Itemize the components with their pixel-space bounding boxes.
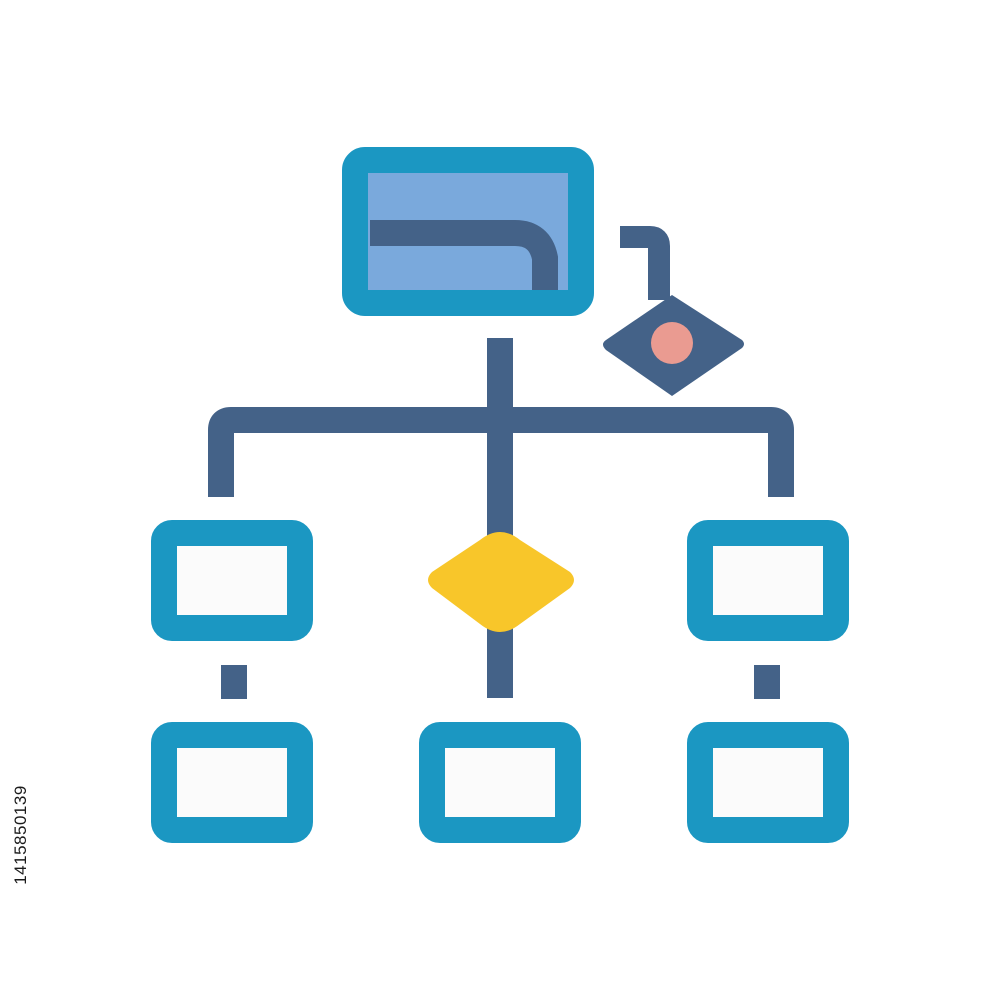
box-bottom-left bbox=[151, 722, 313, 843]
top-box-bar bbox=[370, 220, 558, 290]
box-middle-left bbox=[151, 520, 313, 641]
decision-diamond bbox=[428, 532, 574, 632]
pointer-connector bbox=[620, 226, 670, 300]
trunk-connector bbox=[487, 338, 513, 698]
link-left bbox=[221, 665, 247, 699]
branch-connector bbox=[208, 407, 794, 497]
box-middle-right bbox=[687, 520, 849, 641]
side-node-dot bbox=[651, 322, 693, 364]
box-bottom-right bbox=[687, 722, 849, 843]
stock-id-text: 1415850139 bbox=[11, 785, 31, 885]
stock-id-label: 1415850139 bbox=[6, 760, 36, 910]
link-right bbox=[754, 665, 780, 699]
box-bottom-center bbox=[419, 722, 581, 843]
